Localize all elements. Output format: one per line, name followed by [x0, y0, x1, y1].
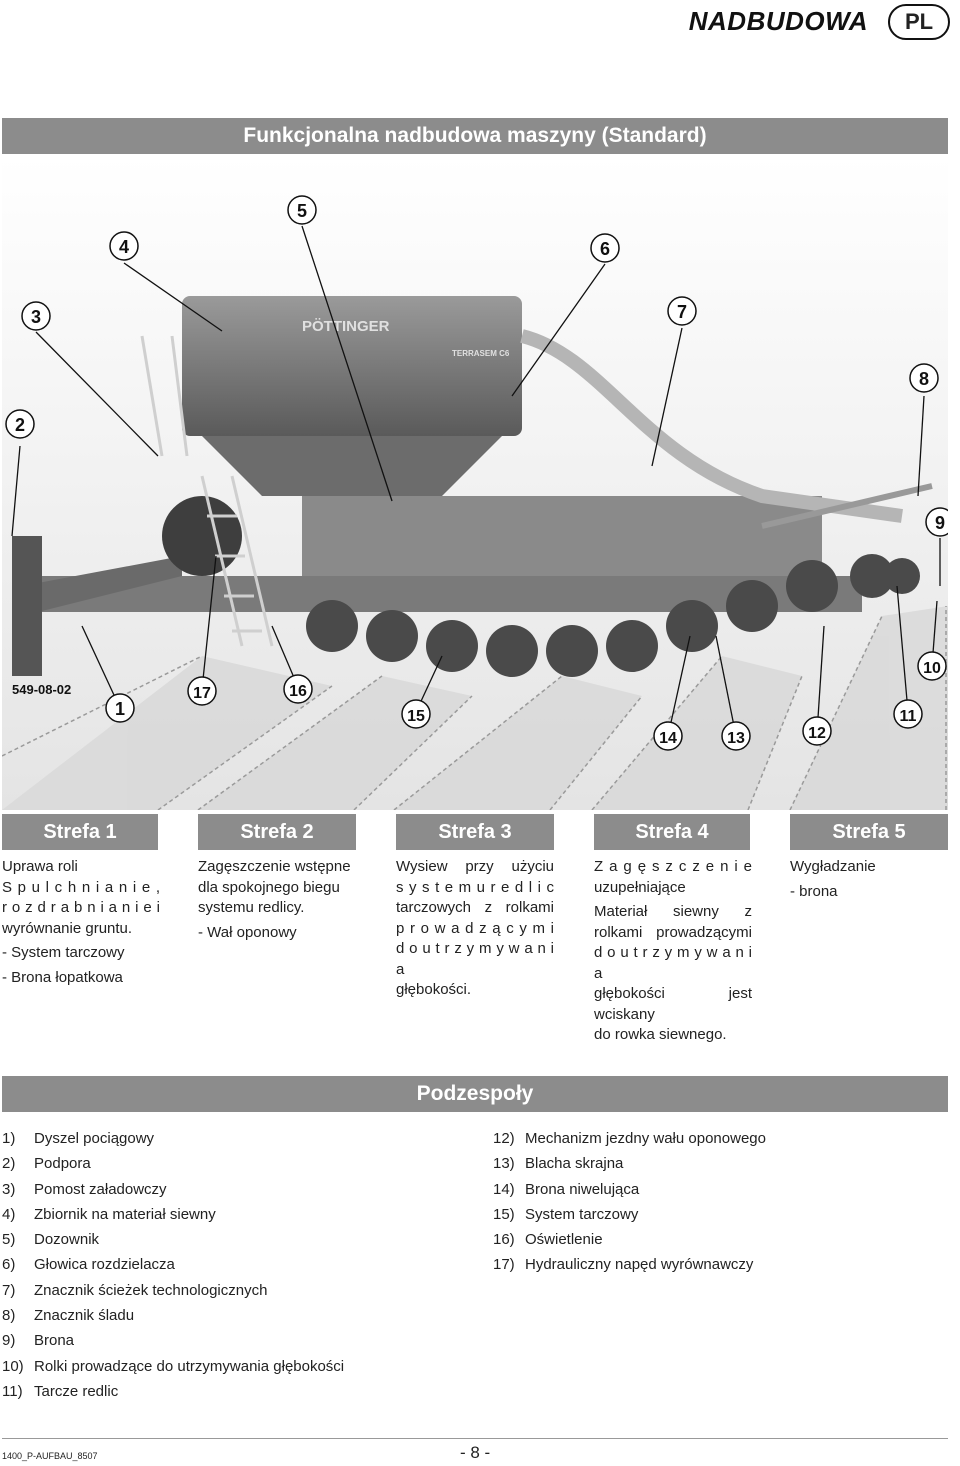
zone-3-header: Strefa 3 [396, 814, 554, 850]
list-item: 2)Podpora [2, 1155, 91, 1173]
callout-10: 10 [923, 660, 941, 677]
document-code: 1400_P-AUFBAU_8507 [2, 1451, 98, 1461]
list-item: 4)Zbiornik na materiał siewny [2, 1205, 216, 1223]
callout-1: 1 [115, 699, 125, 719]
list-item: 17)Hydrauliczny napęd wyrównawczy [493, 1256, 754, 1274]
callout-14: 14 [659, 730, 677, 747]
section-title: Funkcjonalna nadbudowa maszyny (Standard… [2, 118, 948, 154]
list-item: 9)Brona [2, 1332, 75, 1350]
language-badge: PL [888, 4, 950, 40]
list-item: 14)Brona niwelująca [493, 1180, 640, 1198]
model-label: TERRASEM C6 [452, 349, 510, 358]
callout-12: 12 [808, 725, 826, 742]
header-title: NADBUDOWA [688, 6, 868, 36]
footer-divider [2, 1438, 948, 1439]
callout-8: 8 [919, 369, 929, 389]
photo-code: 549-08-02 [12, 682, 71, 697]
callout-4: 4 [119, 237, 129, 257]
list-item: 10)Rolki prowadzące do utrzymywania głęb… [2, 1357, 345, 1375]
zone-4-header: Strefa 4 [594, 814, 750, 850]
callout-3: 3 [31, 307, 41, 327]
list-item: 1)Dyszel pociągowy [2, 1130, 155, 1147]
parts-list-left: 1)Dyszel pociągowy 2)Podpora 3)Pomost za… [2, 1126, 344, 1404]
list-item: 11)Tarcze redlic [2, 1382, 119, 1400]
callout-16: 16 [289, 683, 307, 700]
list-item: 8)Znacznik śladu [2, 1307, 135, 1325]
brand-label: PÖTTINGER [302, 318, 390, 335]
list-item: 3)Pomost załadowczy [2, 1180, 167, 1198]
callout-2: 2 [15, 415, 25, 435]
zone-5-header: Strefa 5 [790, 814, 948, 850]
list-item: 15)System tarczowy [493, 1205, 639, 1223]
callout-6: 6 [600, 239, 610, 259]
callout-5: 5 [297, 201, 307, 221]
list-item: 7)Znacznik ścieżek technologicznych [2, 1281, 268, 1299]
callout-17: 17 [193, 685, 211, 702]
zone-3-text: Wysiew przy użyciu s y s t e m u r e d l… [396, 858, 554, 998]
callout-7: 7 [677, 302, 687, 322]
list-item: 6)Głowica rozdzielacza [2, 1256, 175, 1274]
list-item: 13)Blacha skrajna [493, 1155, 624, 1173]
machine-figure: PÖTTINGER TERRASEM C6 [2, 156, 948, 810]
zone-2-text: Zagęszczenie wstępne dla spokojnego bieg… [198, 858, 351, 941]
parts-title: Podzespoły [2, 1076, 948, 1112]
zone-5-text: Wygładzanie - brona [790, 858, 876, 900]
page-number: - 8 - [460, 1443, 491, 1462]
callout-9: 9 [935, 513, 945, 533]
list-item: 5)Dozownik [2, 1231, 100, 1249]
zone-4-text: Z a g ę s z c z e n i e uzupełniające Ma… [594, 858, 752, 1043]
callout-11: 11 [900, 708, 917, 725]
parts-list-right: 12)Mechanizm jezdny wału oponowego 13)Bl… [493, 1126, 766, 1278]
zone-2-header: Strefa 2 [198, 814, 356, 850]
machine-photo-illustration: PÖTTINGER TERRASEM C6 [2, 156, 948, 810]
list-item: 12)Mechanizm jezdny wału oponowego [493, 1130, 766, 1147]
callout-13: 13 [727, 730, 745, 747]
list-item: 16)Oświetlenie [493, 1231, 603, 1249]
callout-15: 15 [407, 708, 425, 725]
zone-1-text: Uprawa roli S p u l c h n i a n i e , r … [2, 858, 160, 986]
zone-1-header: Strefa 1 [2, 814, 158, 850]
